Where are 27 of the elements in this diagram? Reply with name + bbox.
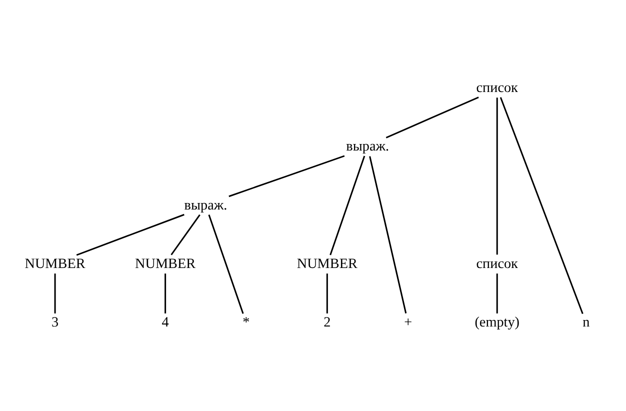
- node-text: n: [582, 314, 590, 331]
- connector: [208, 214, 244, 314]
- connector: [496, 274, 498, 314]
- node-text: список: [476, 80, 518, 96]
- connector: [326, 274, 328, 314]
- node-text: (empty): [474, 314, 520, 331]
- connector: [76, 214, 184, 256]
- connector: [496, 98, 498, 255]
- connector: [386, 96, 479, 138]
- node-text: выраж.: [184, 197, 228, 214]
- connector: [170, 214, 200, 256]
- node-text: NUMBER: [135, 256, 196, 272]
- node-text: выраж.: [346, 138, 390, 155]
- node-text: NUMBER: [296, 256, 358, 272]
- connector: [54, 274, 56, 314]
- connector: [369, 156, 407, 314]
- connector: [330, 156, 366, 256]
- node-text: список: [476, 256, 518, 272]
- node-text: *: [242, 314, 250, 331]
- connector: [228, 155, 345, 198]
- node-text: 2: [324, 314, 331, 331]
- node-text: 3: [51, 314, 59, 331]
- node-text: +: [404, 314, 412, 331]
- connector: [164, 274, 166, 314]
- connector: [500, 97, 584, 314]
- node-text: NUMBER: [24, 256, 86, 272]
- node-text: 4: [162, 314, 169, 331]
